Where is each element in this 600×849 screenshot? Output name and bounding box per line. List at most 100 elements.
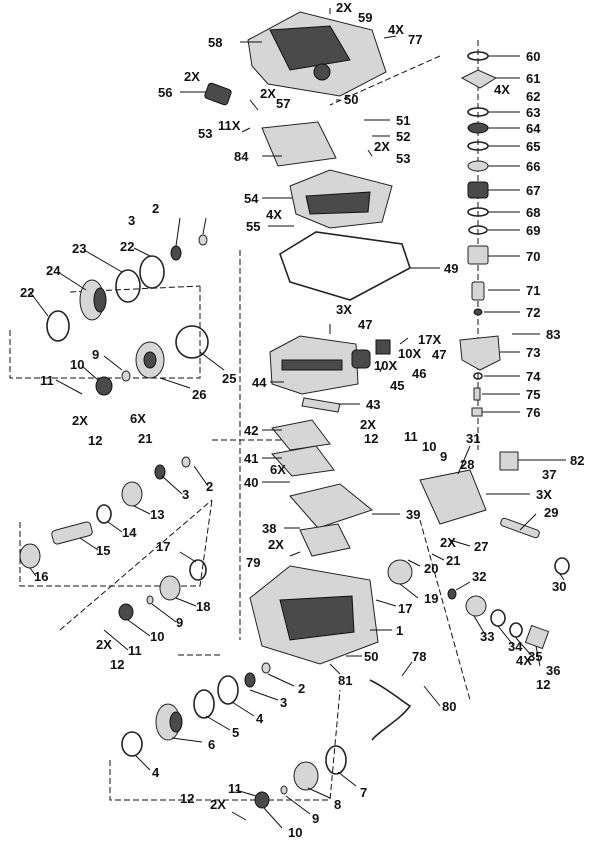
callout-53-left: 53 (198, 126, 212, 141)
gasket-49 (279, 231, 411, 301)
piston-8 (293, 761, 319, 791)
callout-41: 41 (244, 451, 258, 466)
callout-9-a: 9 (92, 347, 99, 362)
callout-58: 58 (208, 35, 222, 50)
block-31 (499, 451, 519, 471)
callout-29-qty: 3X (536, 487, 552, 502)
connector-56 (204, 82, 232, 106)
callout-82: 82 (570, 453, 584, 468)
callout-3-a: 3 (128, 213, 135, 228)
upper-valve-body-58 (247, 11, 387, 97)
callout-38: 38 (262, 521, 276, 536)
callout-21-a-qty: 6X (130, 411, 146, 426)
callout-18: 18 (196, 599, 210, 614)
callout-64: 64 (526, 121, 541, 136)
ring-5 (193, 689, 215, 719)
callout-21-b: 21 (446, 553, 460, 568)
pump-19 (387, 559, 413, 585)
ring-35 (509, 622, 523, 638)
callout-78: 78 (412, 649, 426, 664)
callout-56: 56 (158, 85, 172, 100)
callout-12-c: 12 (364, 431, 378, 446)
callout-22-b: 22 (120, 239, 134, 254)
callout-2-c: 2 (298, 681, 305, 696)
separator-plate-84 (261, 121, 337, 167)
seal-30 (554, 557, 570, 575)
callout-12-c-qty: 2X (360, 417, 376, 432)
callout-24: 24 (46, 263, 61, 278)
callout-47-qty: 17X (418, 332, 441, 347)
callout-12-e-qty: 2X (210, 797, 226, 812)
callout-79: 79 (246, 555, 260, 570)
callout-3-b: 3 (182, 487, 189, 502)
ring-14 (96, 504, 112, 524)
ring-9a (121, 370, 131, 382)
callout-45-qty: 10X (374, 358, 397, 373)
callout-4-a: 4 (256, 711, 264, 726)
callout-32: 32 (472, 569, 486, 584)
cover-73 (459, 335, 501, 371)
callout-8: 8 (334, 797, 341, 812)
callout-16: 16 (34, 569, 48, 584)
cap-76 (471, 407, 483, 417)
callout-12-a: 12 (88, 433, 102, 448)
callout-84: 84 (234, 149, 249, 164)
callout-10-b: 10 (150, 629, 164, 644)
callout-75: 75 (526, 387, 540, 402)
callout-50-bottom: 50 (364, 649, 378, 664)
callout-34: 34 (508, 639, 523, 654)
callout-50-top: 50 (344, 92, 358, 107)
callout-31: 31 (466, 431, 480, 446)
callout-52: 52 (396, 129, 410, 144)
callout-29: 29 (544, 505, 558, 520)
callout-49: 49 (444, 261, 458, 276)
callout-33: 33 (480, 629, 494, 644)
control-body-44 (269, 335, 359, 395)
ring-9b (146, 595, 154, 605)
callout-13: 13 (150, 507, 164, 522)
ring-22a (46, 310, 70, 342)
bearing-3b (154, 464, 166, 480)
bearing-3a (170, 245, 182, 261)
callout-54: 54 (244, 191, 259, 206)
ring-4a (217, 675, 239, 705)
callout-28: 28 (460, 457, 474, 472)
shaft-15 (51, 521, 93, 545)
callout-55-qty: 4X (266, 207, 282, 222)
plate-61 (460, 69, 498, 89)
ring-22b (139, 255, 165, 289)
filter-plate-39 (289, 483, 374, 529)
callout-6: 6 (208, 737, 215, 752)
callout-46: 46 (412, 366, 426, 381)
callout-57: 57 (276, 96, 290, 111)
callout-35: 35 (528, 649, 542, 664)
callout-11-c: 11 (404, 429, 418, 444)
washer-32 (447, 588, 457, 600)
callout-22-a: 22 (20, 285, 34, 300)
washer-2b (181, 456, 191, 468)
callout-2-a: 2 (152, 201, 159, 216)
callout-57-qty: 2X (260, 86, 276, 101)
callout-21-a: 21 (138, 431, 152, 446)
bearing-33 (465, 595, 487, 617)
drum-6 (155, 703, 183, 741)
callout-53-right-qty: 2X (374, 139, 390, 154)
callout-51: 51 (396, 113, 410, 128)
callout-63: 63 (526, 105, 540, 120)
clip-72 (473, 308, 483, 316)
callout-48-qty: 3X (336, 302, 352, 317)
callout-62-qty: 4X (494, 82, 510, 97)
piston-18 (159, 575, 181, 601)
drum-16 (19, 543, 41, 569)
callout-73: 73 (526, 345, 540, 360)
gear-13 (121, 481, 143, 507)
solenoid-46 (375, 339, 391, 355)
callout-48: 47 (358, 317, 372, 332)
callout-61: 61 (526, 71, 540, 86)
callout-10-d: 10 (288, 825, 302, 840)
callout-40-qty: 6X (270, 462, 286, 477)
housing-28 (419, 469, 487, 525)
callout-5: 5 (232, 725, 239, 740)
